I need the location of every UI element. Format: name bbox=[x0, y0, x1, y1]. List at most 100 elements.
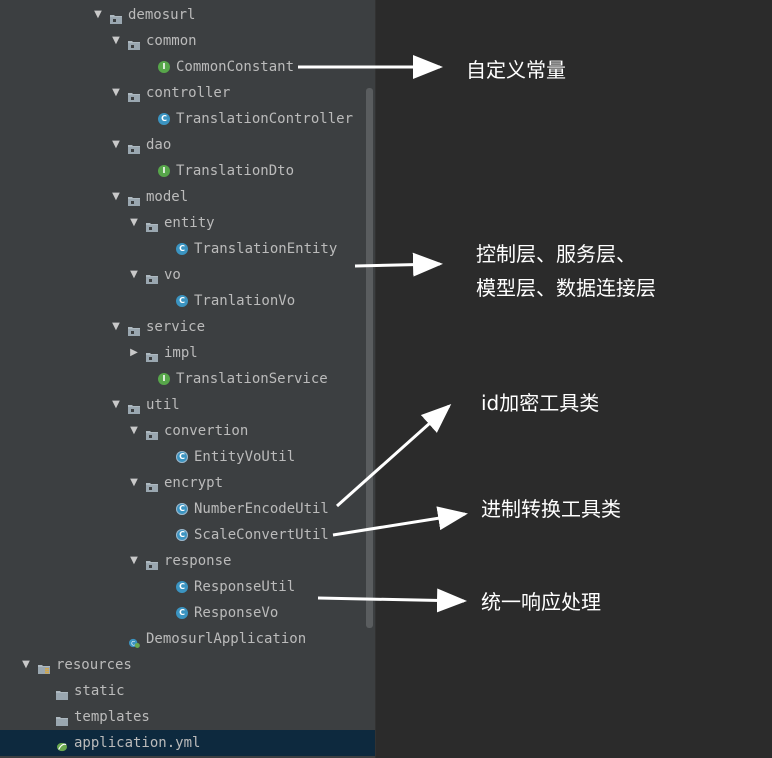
svg-text:C: C bbox=[131, 642, 135, 648]
expanded-arrow-icon[interactable]: ▼ bbox=[112, 139, 120, 150]
expanded-arrow-icon[interactable]: ▼ bbox=[130, 217, 138, 228]
tree-item-translationdto[interactable]: I TranslationDto bbox=[0, 158, 375, 184]
expanded-arrow-icon[interactable]: ▼ bbox=[112, 321, 120, 332]
final-class-icon: C bbox=[176, 503, 188, 515]
tree-item-numberencodeutil[interactable]: C NumberEncodeUtil bbox=[0, 496, 375, 522]
yaml-file-icon bbox=[56, 737, 68, 752]
tree-item-label: dao bbox=[146, 137, 172, 153]
tree-item-resources[interactable]: ▼ resources bbox=[0, 652, 375, 678]
tree-item-common[interactable]: ▼ common bbox=[0, 28, 375, 54]
tree-item-dao[interactable]: ▼ dao bbox=[0, 132, 375, 158]
package-folder-icon bbox=[128, 35, 140, 50]
tree-item-label: CommonConstant bbox=[176, 59, 295, 75]
tree-item-label: TranslationService bbox=[176, 371, 328, 387]
tree-item-demosurl[interactable]: ▼ demosurl bbox=[0, 2, 375, 28]
tree-item-service[interactable]: ▼ service bbox=[0, 314, 375, 340]
tree-item-label: common bbox=[146, 33, 197, 49]
tree-item-vo[interactable]: ▼vo bbox=[0, 262, 375, 288]
tree-item-label: ScaleConvertUtil bbox=[194, 527, 329, 543]
tree-item-label: entity bbox=[164, 215, 215, 231]
tree-item-static[interactable]: static bbox=[0, 678, 375, 704]
class-icon: C bbox=[158, 113, 170, 125]
annotation-id-encrypt: id加密工具类 bbox=[481, 391, 600, 415]
tree-item-label: ResponseVo bbox=[194, 605, 279, 621]
annotation-radix-convert: 进制转换工具类 bbox=[481, 497, 621, 521]
tree-item-application-yml[interactable]: application.yml bbox=[0, 730, 375, 756]
tree-item-label: model bbox=[146, 189, 189, 205]
expanded-arrow-icon[interactable]: ▼ bbox=[112, 87, 120, 98]
package-folder-icon bbox=[128, 139, 140, 154]
tree-item-label: TranlationVo bbox=[194, 293, 296, 309]
package-folder-icon bbox=[146, 477, 158, 492]
expanded-arrow-icon[interactable]: ▼ bbox=[130, 269, 138, 280]
tree-item-label: controller bbox=[146, 85, 231, 101]
tree-item-label: EntityVoUtil bbox=[194, 449, 296, 465]
tree-item-util[interactable]: ▼ util bbox=[0, 392, 375, 418]
panel-divider[interactable] bbox=[375, 0, 376, 758]
arrow-response bbox=[317, 588, 467, 613]
arrow-radix-convert bbox=[332, 506, 468, 537]
tree-item-scaleconvertutil[interactable]: C ScaleConvertUtil bbox=[0, 522, 375, 548]
tree-item-label: TranslationDto bbox=[176, 163, 295, 179]
tree-item-convertion[interactable]: ▼convertion bbox=[0, 418, 375, 444]
package-folder-icon bbox=[110, 9, 122, 24]
package-folder-icon bbox=[128, 321, 140, 336]
tree-item-label: static bbox=[74, 683, 125, 699]
tree-item-label: NumberEncodeUtil bbox=[194, 501, 329, 517]
class-icon: C bbox=[176, 607, 188, 619]
expanded-arrow-icon[interactable]: ▼ bbox=[112, 35, 120, 46]
expanded-arrow-icon[interactable]: ▼ bbox=[112, 191, 120, 202]
class-icon: C bbox=[176, 581, 188, 593]
tree-item-label: service bbox=[146, 319, 206, 335]
annotation-layers-line2: 模型层、数据连接层 bbox=[476, 276, 656, 300]
class-icon: C bbox=[176, 295, 188, 307]
tree-item-controller[interactable]: ▼ controller bbox=[0, 80, 375, 106]
arrow-layers bbox=[354, 252, 443, 277]
tree-item-label: resources bbox=[56, 657, 132, 673]
package-folder-icon bbox=[128, 87, 140, 102]
tree-item-templates[interactable]: templates bbox=[0, 704, 375, 730]
interface-icon: I bbox=[158, 165, 170, 177]
package-folder-icon bbox=[128, 399, 140, 414]
tree-item-label: response bbox=[164, 553, 232, 569]
tree-item-translationcontroller[interactable]: C TranslationController bbox=[0, 106, 375, 132]
spring-boot-class-icon: C bbox=[128, 633, 140, 648]
expanded-arrow-icon[interactable]: ▼ bbox=[112, 399, 120, 410]
tree-item-label: application.yml bbox=[74, 735, 201, 751]
tree-item-model[interactable]: ▼ model bbox=[0, 184, 375, 210]
expanded-arrow-icon[interactable]: ▼ bbox=[94, 9, 102, 20]
expanded-arrow-icon[interactable]: ▼ bbox=[130, 477, 138, 488]
folder-icon bbox=[56, 685, 68, 700]
tree-scrollbar[interactable] bbox=[366, 88, 373, 628]
tree-item-label: TranslationController bbox=[176, 111, 354, 127]
annotation-response: 统一响应处理 bbox=[481, 590, 601, 614]
expanded-arrow-icon[interactable]: ▼ bbox=[130, 425, 138, 436]
final-class-icon: C bbox=[176, 529, 188, 541]
tree-item-label: demosurl bbox=[128, 7, 196, 23]
package-folder-icon bbox=[146, 217, 158, 232]
package-folder-icon bbox=[146, 425, 158, 440]
tree-item-encrypt[interactable]: ▼encrypt bbox=[0, 470, 375, 496]
expanded-arrow-icon[interactable]: ▼ bbox=[130, 555, 138, 566]
tree-item-tranlationvo[interactable]: C TranlationVo bbox=[0, 288, 375, 314]
expanded-arrow-icon[interactable]: ▼ bbox=[22, 659, 30, 670]
package-folder-icon bbox=[128, 191, 140, 206]
tree-item-label: util bbox=[146, 397, 180, 413]
tree-item-impl[interactable]: ▶impl bbox=[0, 340, 375, 366]
collapsed-arrow-icon[interactable]: ▶ bbox=[130, 347, 138, 358]
tree-item-response[interactable]: ▼ response bbox=[0, 548, 375, 574]
tree-item-entity[interactable]: ▼ entity bbox=[0, 210, 375, 236]
tree-item-responsevo[interactable]: C ResponseVo bbox=[0, 600, 375, 626]
package-folder-icon bbox=[146, 347, 158, 362]
arrow-id-encrypt bbox=[336, 404, 452, 508]
folder-icon bbox=[56, 711, 68, 726]
annotation-layers-line1: 控制层、服务层、 bbox=[476, 242, 636, 266]
